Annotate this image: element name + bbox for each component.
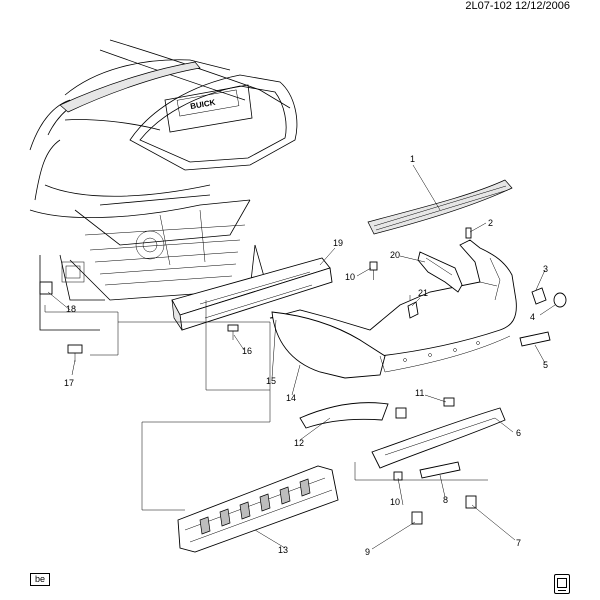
callout-1: 1 [410, 154, 415, 164]
callout-5: 5 [543, 360, 548, 370]
callout-labels: 1 2 3 4 5 6 7 8 9 10 10 11 12 13 14 15 1… [64, 154, 548, 557]
callout-8: 8 [443, 495, 448, 505]
part-13-energy-absorber [177, 465, 339, 553]
callout-3: 3 [543, 264, 548, 274]
callout-21: 21 [418, 288, 428, 298]
diagram-code: 2L07-102 [465, 0, 512, 12]
callout-19: 19 [333, 238, 343, 248]
callout-13: 13 [278, 545, 288, 555]
part-1-step-pad [367, 179, 513, 235]
svg-text:BUICK: BUICK [190, 98, 217, 111]
callout-18: 18 [66, 304, 76, 314]
callout-2: 2 [488, 218, 493, 228]
callout-12: 12 [294, 438, 304, 448]
part-8-bracket [419, 461, 461, 479]
part-6-valance [371, 407, 506, 469]
callout-17: 17 [64, 378, 74, 388]
callout-4: 4 [530, 312, 535, 322]
diagram-date: 12/12/2006 [514, 0, 570, 12]
part-19-impact-bar [171, 257, 333, 331]
callout-leaders [47, 164, 556, 550]
rear-bumper-fascia [269, 239, 567, 379]
callout-10-lower: 10 [390, 497, 400, 507]
callout-7: 7 [516, 538, 521, 548]
callout-16: 16 [242, 346, 252, 356]
callout-15: 15 [266, 376, 276, 386]
part-12-deflector [299, 402, 389, 429]
fasteners [39, 227, 477, 525]
leader-outlines [44, 295, 488, 511]
manufacturer-logo-icon [554, 574, 570, 594]
callout-20: 20 [390, 250, 400, 260]
callout-9: 9 [365, 547, 370, 557]
callout-6: 6 [516, 428, 521, 438]
corner-tag: be [30, 573, 51, 586]
callout-14: 14 [286, 393, 296, 403]
diagram-header: 2L07-102 12/12/2006 [465, 0, 570, 12]
callout-11: 11 [415, 388, 424, 398]
callout-10-upper: 10 [345, 272, 355, 282]
